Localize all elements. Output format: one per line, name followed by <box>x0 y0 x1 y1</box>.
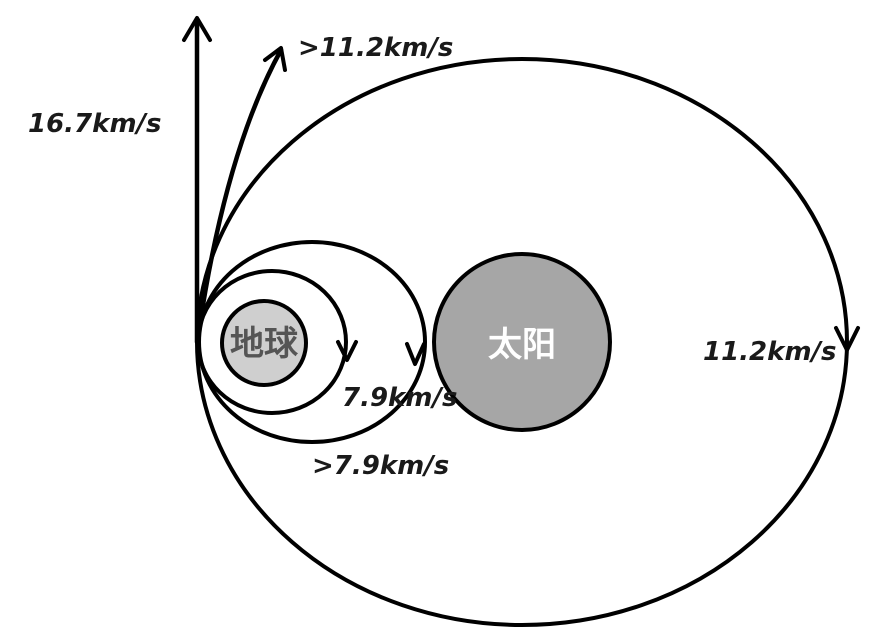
elliptical-orbit-arrowhead <box>405 342 426 366</box>
label-16-7: 16.7km/s <box>28 109 162 139</box>
circular-orbit-arrowhead <box>336 340 358 362</box>
label-above-11-2: >11.2km/s <box>298 33 453 63</box>
sun-circle <box>432 252 612 432</box>
vertical-arrowhead <box>182 16 212 42</box>
diagonal-arrowhead <box>263 46 287 72</box>
label-7-9: 7.9km/s <box>342 383 457 413</box>
earth-label: 地球 <box>230 324 299 364</box>
label-11-2: 11.2km/s <box>703 337 837 367</box>
label-above-7-9: >7.9km/s <box>312 451 449 481</box>
escape-orbit-arrowhead <box>834 326 860 352</box>
sun-label: 太阳 <box>488 325 556 365</box>
earth-circle <box>220 299 308 387</box>
diagonal-velocity-arrow <box>196 47 284 333</box>
